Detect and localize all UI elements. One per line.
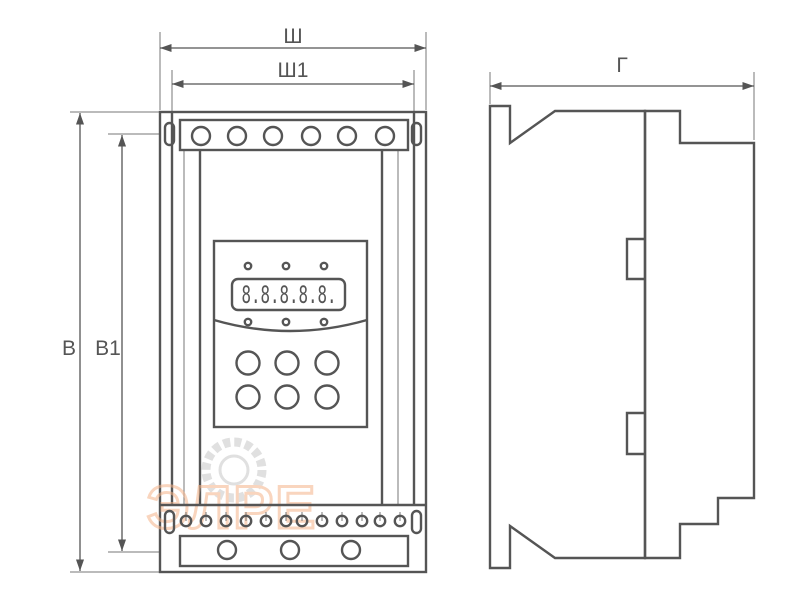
led-top-center [281, 261, 291, 271]
side-view-notch-upper [625, 237, 645, 281]
dimension-width: Ш [159, 25, 427, 110]
led-bottom-center [281, 317, 291, 327]
keypad-button-1 [235, 350, 261, 376]
dimension-height-inner: В1 [95, 133, 160, 553]
top-terminal-block [163, 118, 423, 152]
dimension-width-inner: Ш1 [171, 59, 415, 112]
dimension-height-label: В [62, 337, 76, 360]
led-top-right [319, 261, 329, 271]
dimension-width-label: Ш [283, 25, 302, 48]
dimension-width-inner-label: Ш1 [278, 59, 309, 82]
keypad-button-2 [274, 350, 300, 376]
power-terminal-6 [374, 125, 396, 147]
watermark-logo: ЭЛРЕ [145, 437, 317, 543]
output-terminal-1 [216, 539, 238, 561]
side-view [488, 104, 756, 570]
power-terminal-5 [336, 125, 358, 147]
power-terminal-2 [226, 125, 248, 147]
side-view-body [488, 104, 647, 570]
front-side-rails [170, 112, 416, 505]
front-view: ЭЛРЕ 8.8.8.8.8. [145, 110, 428, 574]
power-terminal-1 [190, 125, 212, 147]
dimension-depth-label: Г [616, 54, 627, 77]
output-terminal-3 [340, 539, 362, 561]
keypad-button-5 [274, 384, 300, 410]
led-top-left [243, 261, 253, 271]
dimension-depth: Г [489, 54, 755, 140]
power-terminal-3 [262, 125, 284, 147]
side-view-notch-lower [625, 411, 645, 456]
keypad-button-4 [235, 384, 261, 410]
control-terminals [179, 512, 407, 528]
bottom-terminal-block [160, 503, 426, 568]
output-terminal-2 [279, 539, 301, 561]
keypad-button-3 [314, 350, 340, 376]
side-view-heatsink [643, 109, 756, 560]
display-screen [230, 277, 347, 312]
led-bottom-left [243, 317, 253, 327]
display-readout: 8.8.8.8.8. [242, 281, 337, 309]
power-terminal-4 [300, 125, 322, 147]
dimension-height-inner-label: В1 [95, 337, 121, 360]
led-bottom-right [319, 317, 329, 327]
keypad-button-6 [314, 384, 340, 410]
control-panel: 8.8.8.8.8. [212, 239, 369, 429]
dimension-height: В [62, 111, 160, 573]
